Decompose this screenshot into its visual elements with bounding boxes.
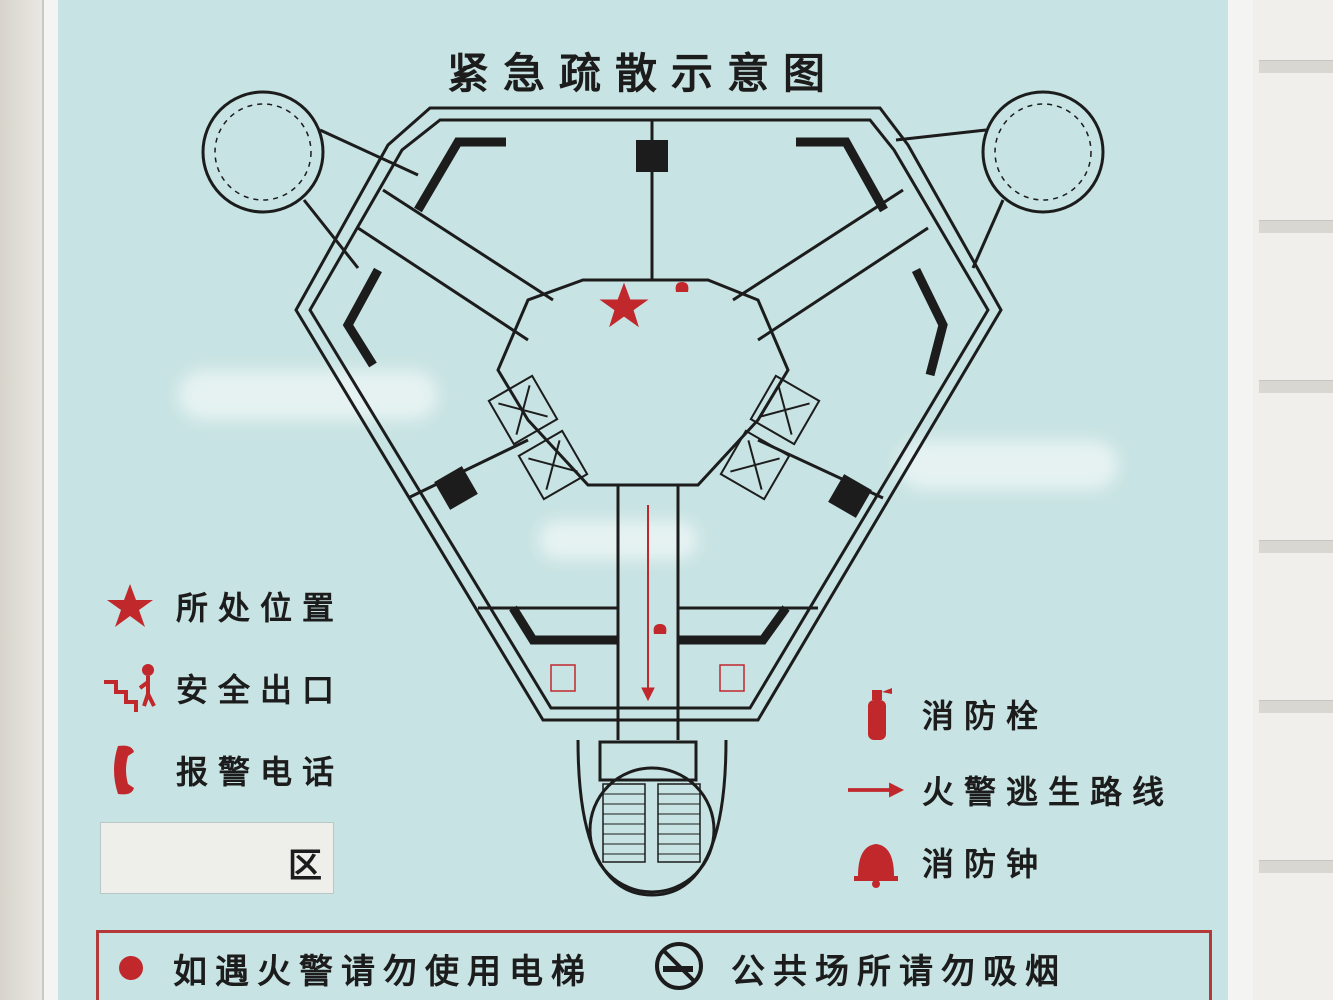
page-title: 紧急疏散示意图 (446, 49, 839, 98)
legend-label: 报警电话 (176, 753, 345, 791)
notice-elevator: 如遇火警请勿使用电梯 (173, 951, 593, 992)
elevator-1 (487, 374, 559, 446)
no-smoking-icon (653, 940, 705, 996)
column (828, 474, 872, 518)
wall (0, 0, 50, 1000)
corridor-right (732, 188, 929, 342)
legend-item: 安全出口 (102, 660, 344, 716)
legend-item: 所处位置 (102, 578, 344, 634)
wall-slats (1253, 0, 1333, 1000)
center-hall (496, 278, 790, 487)
legend-label: 消防钟 (922, 845, 1049, 883)
legend-item: 消防栓 (848, 686, 1048, 742)
floor-plan (201, 90, 1105, 897)
stair-tower (588, 766, 716, 894)
tower-right (981, 90, 1105, 214)
legend-item: 报警电话 (102, 742, 344, 798)
south-corridor (616, 485, 680, 740)
bell-icon (848, 834, 904, 890)
legend-label: 消防栓 (922, 697, 1049, 735)
arrow-icon (848, 762, 904, 818)
evacuation-sign: 紧急疏散示意图 (58, 0, 1228, 1000)
elevator-4 (719, 429, 791, 501)
zone-label-placeholder (100, 822, 334, 894)
exit-icon (102, 660, 158, 716)
bell-icon (653, 282, 689, 634)
elevator-2 (517, 429, 589, 501)
column (636, 140, 668, 172)
column (434, 466, 478, 510)
elevator-3 (749, 374, 821, 446)
fire-extinguisher-icon (848, 686, 904, 742)
notice-bar: 如遇火警请勿使用电梯 公共场所请勿吸烟 (96, 930, 1212, 1000)
current-location-star (599, 282, 649, 328)
zone-label: 区 (288, 846, 322, 886)
legend-item: 消防钟 (848, 834, 1048, 890)
restroom-icon (550, 664, 745, 692)
legend-label: 安全出口 (176, 671, 345, 709)
tower-left (201, 90, 325, 214)
inner-wall (308, 118, 990, 710)
corridor-left (357, 188, 554, 342)
legend-label: 所处位置 (176, 589, 345, 627)
legend-item: 火警逃生路线 (848, 762, 1174, 818)
bullet-icon (119, 956, 143, 980)
evacuation-arrow (641, 687, 655, 702)
outer-wall (294, 106, 1003, 722)
notice-smoking: 公共场所请勿吸烟 (731, 951, 1067, 992)
star-icon (102, 578, 158, 634)
legend-label: 火警逃生路线 (922, 773, 1175, 811)
phone-icon (102, 742, 158, 798)
